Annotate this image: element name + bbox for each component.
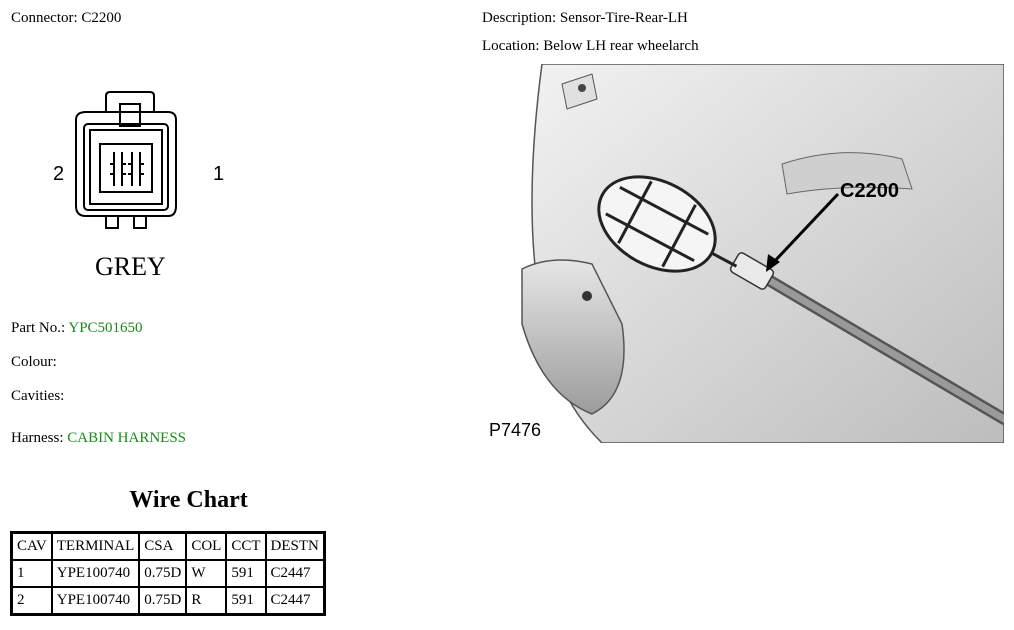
harness-label: Harness:	[11, 430, 64, 446]
connector-id: C2200	[81, 10, 122, 26]
description-label: Description:	[482, 10, 557, 26]
table-cell: YPE100740	[50, 586, 141, 616]
table-cell: W	[185, 559, 228, 588]
colour-label: Colour:	[11, 354, 57, 370]
location-label: Location:	[482, 38, 540, 54]
column-header-terminal: TERMINAL	[50, 531, 141, 561]
table-cell: 591	[225, 586, 267, 616]
column-header-destn: DESTN	[264, 531, 326, 561]
cavities-label: Cavities:	[11, 388, 65, 404]
pin-label-2: 2	[53, 163, 64, 185]
table-cell: 591	[225, 559, 267, 588]
table-row: 1 YPE100740 0.75D W 591 C2447	[10, 559, 326, 588]
pin-label-1: 1	[213, 163, 224, 185]
location-illustration: C2200 P7476	[482, 64, 1004, 443]
description-value: Sensor-Tire-Rear-LH	[559, 10, 688, 26]
table-cell: 1	[10, 559, 53, 588]
location-row: Location: Below LH rear wheelarch	[482, 38, 699, 55]
location-photo: C2200 P7476	[482, 64, 1004, 443]
table-cell: 2	[10, 586, 53, 616]
column-header-cct: CCT	[225, 531, 267, 561]
photo-callout-label: C2200	[840, 180, 899, 202]
wire-chart-title: Wire Chart	[129, 487, 248, 513]
column-header-csa: CSA	[138, 531, 188, 561]
connector-label-text: Connector:	[11, 10, 78, 26]
table-cell: YPE100740	[50, 559, 141, 588]
cavities-row: Cavities:	[11, 388, 64, 405]
part-number-row: Part No.: YPC501650	[11, 320, 143, 337]
connector-face-diagram: 2 1 GREY	[53, 91, 224, 281]
wire-chart-table: CAV TERMINAL CSA COL CCT DESTN 1 YPE1007…	[10, 531, 326, 616]
column-header-cav: CAV	[10, 531, 53, 561]
connector-color-label: GREY	[95, 252, 166, 281]
connector-label: Connector: C2200	[11, 10, 121, 27]
harness-link[interactable]: CABIN HARNESS	[67, 430, 187, 446]
table-header-row: CAV TERMINAL CSA COL CCT DESTN	[10, 531, 326, 561]
harness-row: Harness: CABIN HARNESS	[11, 430, 186, 447]
table-row: 2 YPE100740 0.75D R 591 C2447	[10, 586, 326, 616]
location-value: Below LH rear wheelarch	[543, 38, 699, 54]
photo-figure-id: P7476	[489, 420, 541, 440]
part-number-link[interactable]: YPC501650	[68, 320, 143, 336]
table-cell: 0.75D	[138, 586, 188, 616]
description-row: Description: Sensor-Tire-Rear-LH	[482, 10, 688, 27]
table-cell: 0.75D	[138, 559, 188, 588]
column-header-col: COL	[185, 531, 228, 561]
table-cell: R	[185, 586, 228, 616]
table-cell: C2447	[264, 559, 326, 588]
part-number-label: Part No.:	[11, 320, 66, 336]
colour-row: Colour:	[11, 354, 57, 371]
table-cell: C2447	[264, 586, 326, 616]
